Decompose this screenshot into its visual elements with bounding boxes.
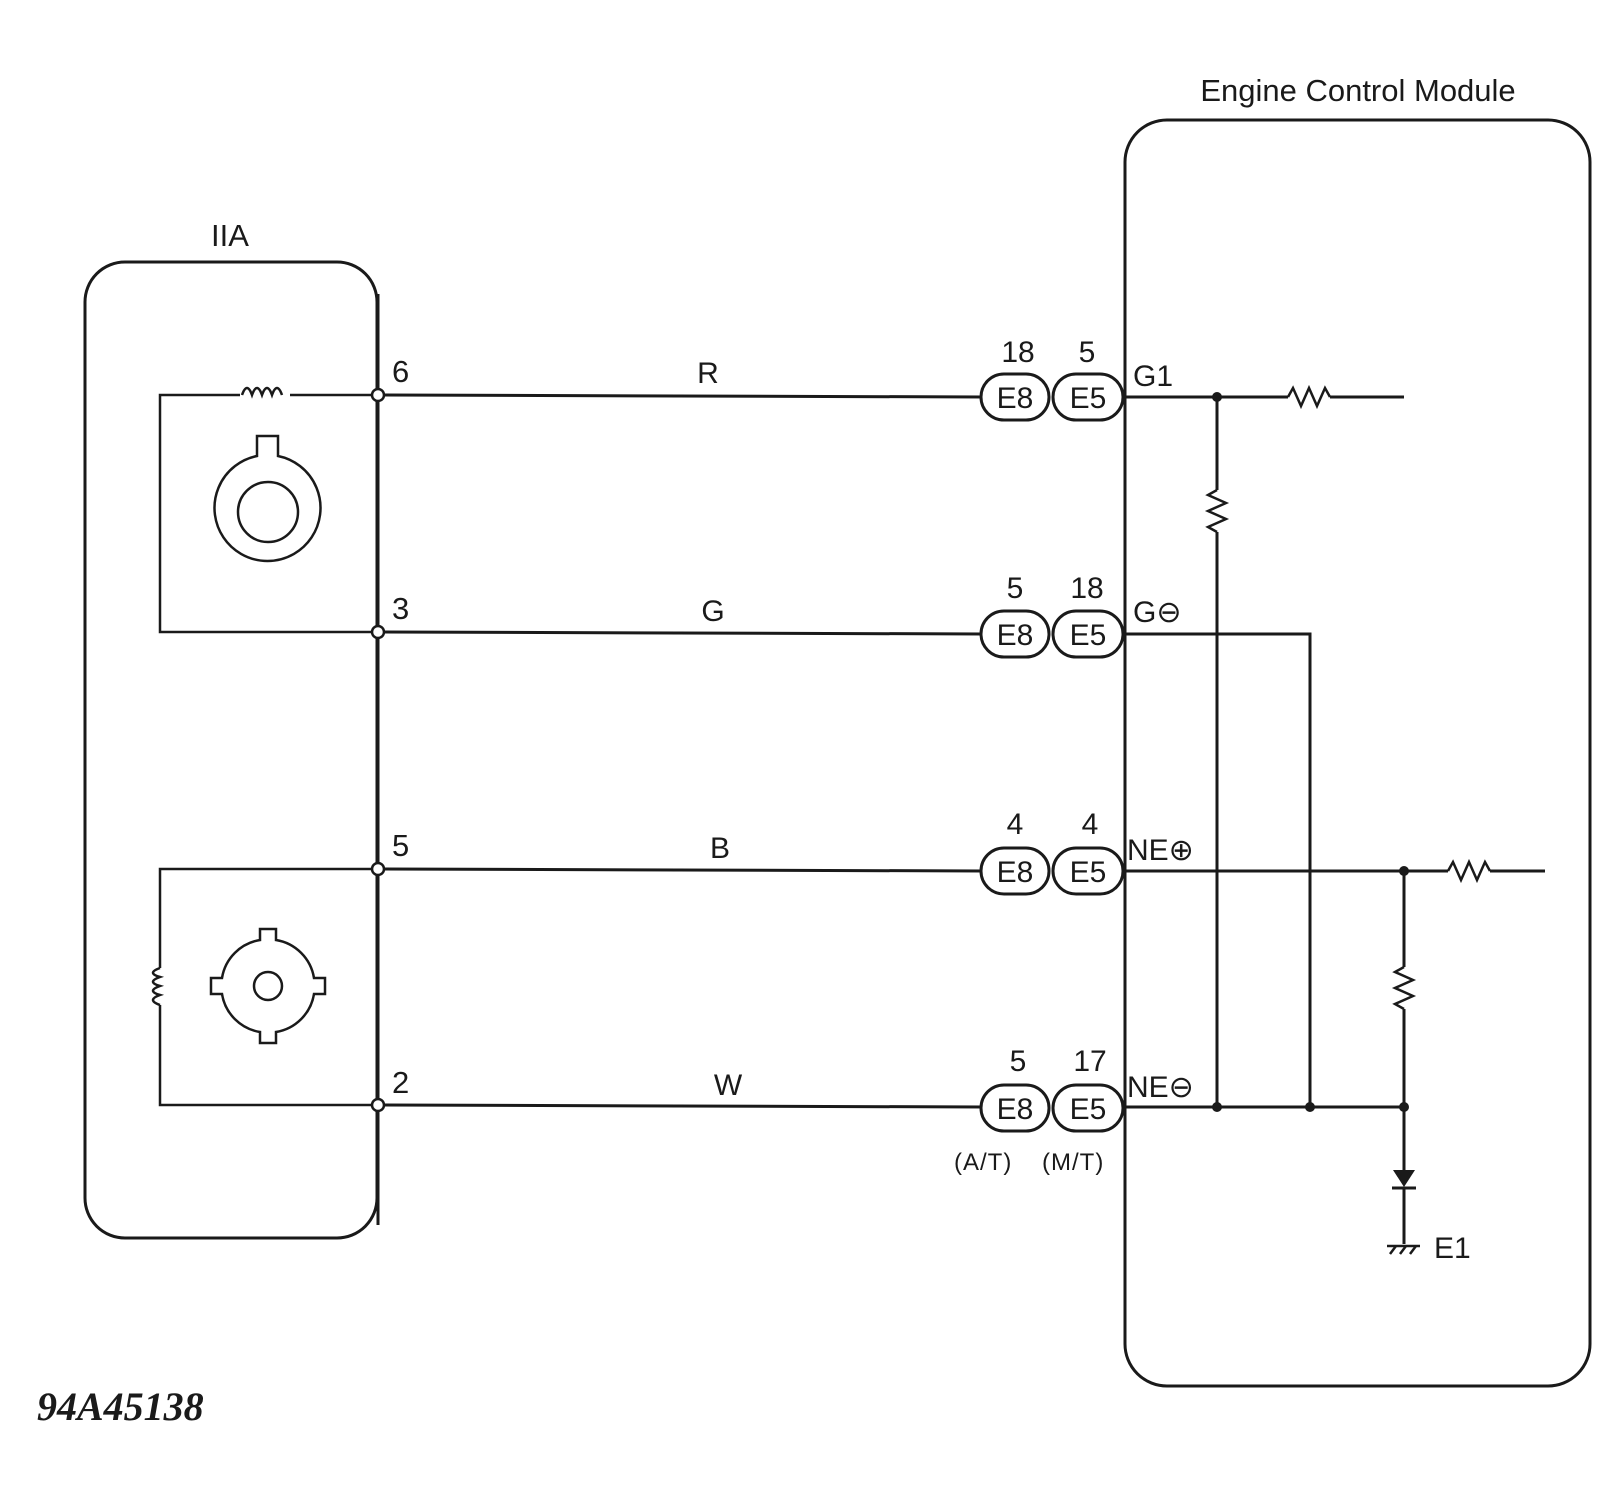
g-pickup-coil-icon (240, 386, 284, 399)
wire-color: R (697, 357, 719, 390)
note-at: (A/T) (954, 1149, 1012, 1176)
e8-label: E8 (997, 382, 1034, 415)
ecm-terminal: NE⊕ (1127, 834, 1194, 867)
connector-e8 (979, 846, 1051, 896)
ne-pickup-coil-icon (151, 966, 165, 1007)
e8-pin-number: 4 (1007, 808, 1024, 841)
g-signal-pickup (158, 386, 378, 634)
iia-pin: 3 (392, 591, 409, 626)
junction-dot (1305, 1102, 1315, 1112)
iia-pin: 2 (392, 1065, 409, 1100)
e8-label: E8 (997, 619, 1034, 652)
resistor-icon (1286, 384, 1332, 410)
e8-pin-number: 5 (1007, 572, 1024, 605)
wire-line (383, 867, 984, 873)
e8-pin-number: 18 (1001, 336, 1034, 369)
wire-line (383, 393, 984, 399)
e8-label: E8 (997, 856, 1034, 889)
iia-title: IIA (211, 218, 249, 253)
integrated-ignition-assembly: IIA (83, 218, 380, 1240)
ecm-terminal: NE⊖ (1127, 1071, 1194, 1104)
note-mt: (M/T) (1042, 1149, 1104, 1176)
connector-e5 (1051, 1083, 1125, 1133)
g-minus-internal-line (1124, 632, 1312, 1107)
iia-pin: 6 (392, 354, 409, 389)
figure-code: 94A45138 (37, 1384, 204, 1429)
g-rotor-hub-icon (236, 480, 300, 544)
e5-pin-number: 18 (1070, 572, 1103, 605)
wire-row-g-minus: 3 G 5 18 E8 E5 G⊖ (370, 572, 1181, 659)
wire-row-ne-minus: 2 W 5 17 E8 E5 NE⊖ (A/T) (M/T) (370, 1045, 1194, 1176)
connector-e5 (1051, 846, 1125, 896)
ground-label: E1 (1434, 1232, 1471, 1265)
resistor-icon (1204, 488, 1230, 534)
pin-node (370, 1097, 386, 1113)
iia-pin: 5 (392, 828, 409, 863)
ground-icon (1387, 1244, 1420, 1255)
wire-line (383, 630, 984, 636)
wire-row-g1: 6 R 18 5 E8 E5 G1 (370, 336, 1173, 422)
connector-e8 (979, 1083, 1051, 1133)
ecm-internal-circuit: E1 (1124, 384, 1545, 1265)
iia-outline (83, 260, 379, 1240)
ne-pickup-loop-bottom (158, 1005, 378, 1107)
pin-node (370, 387, 386, 403)
connector-e8 (979, 372, 1051, 422)
e8-pin-number: 5 (1010, 1045, 1027, 1078)
connector-e8 (979, 609, 1051, 659)
ecm-terminal: G1 (1133, 360, 1173, 393)
ecm-outline (1123, 118, 1592, 1388)
e5-label: E5 (1070, 619, 1107, 652)
resistor-icon (1446, 858, 1492, 884)
ecm-terminal: G⊖ (1133, 596, 1181, 629)
engine-control-module: Engine Control Module (1123, 73, 1592, 1388)
ne-pickup-loop-top (158, 867, 378, 968)
g-rotor-icon (213, 434, 322, 563)
ne-signal-pickup (151, 867, 378, 1107)
diode-icon (1392, 1170, 1416, 1244)
resistor-icon (1391, 965, 1417, 1011)
connector-e5 (1051, 372, 1125, 422)
e5-label: E5 (1070, 382, 1107, 415)
e5-label: E5 (1070, 856, 1107, 889)
connector-e5 (1051, 609, 1125, 659)
g-pickup-loop (158, 393, 378, 634)
wire-color: B (710, 832, 730, 865)
pin-node (370, 861, 386, 877)
ne-rotor-icon (209, 927, 327, 1045)
wire-color: G (701, 595, 724, 628)
pin-node (370, 624, 386, 640)
e5-pin-number: 17 (1073, 1045, 1106, 1078)
e5-pin-number: 5 (1079, 336, 1096, 369)
wire-line (383, 1103, 984, 1109)
e5-pin-number: 4 (1082, 808, 1099, 841)
wire-row-ne-plus: 5 B 4 4 E8 E5 NE⊕ (370, 808, 1194, 896)
ecm-title: Engine Control Module (1200, 73, 1515, 108)
e8-label: E8 (997, 1093, 1034, 1126)
wire-rows: 6 R 18 5 E8 E5 G1 3 G 5 18 E8 E5 G⊖ 5 (370, 336, 1194, 1176)
wire-color: W (714, 1069, 743, 1102)
junction-dot (1399, 1102, 1409, 1112)
junction-dot (1212, 1102, 1222, 1112)
e5-label: E5 (1070, 1093, 1107, 1126)
